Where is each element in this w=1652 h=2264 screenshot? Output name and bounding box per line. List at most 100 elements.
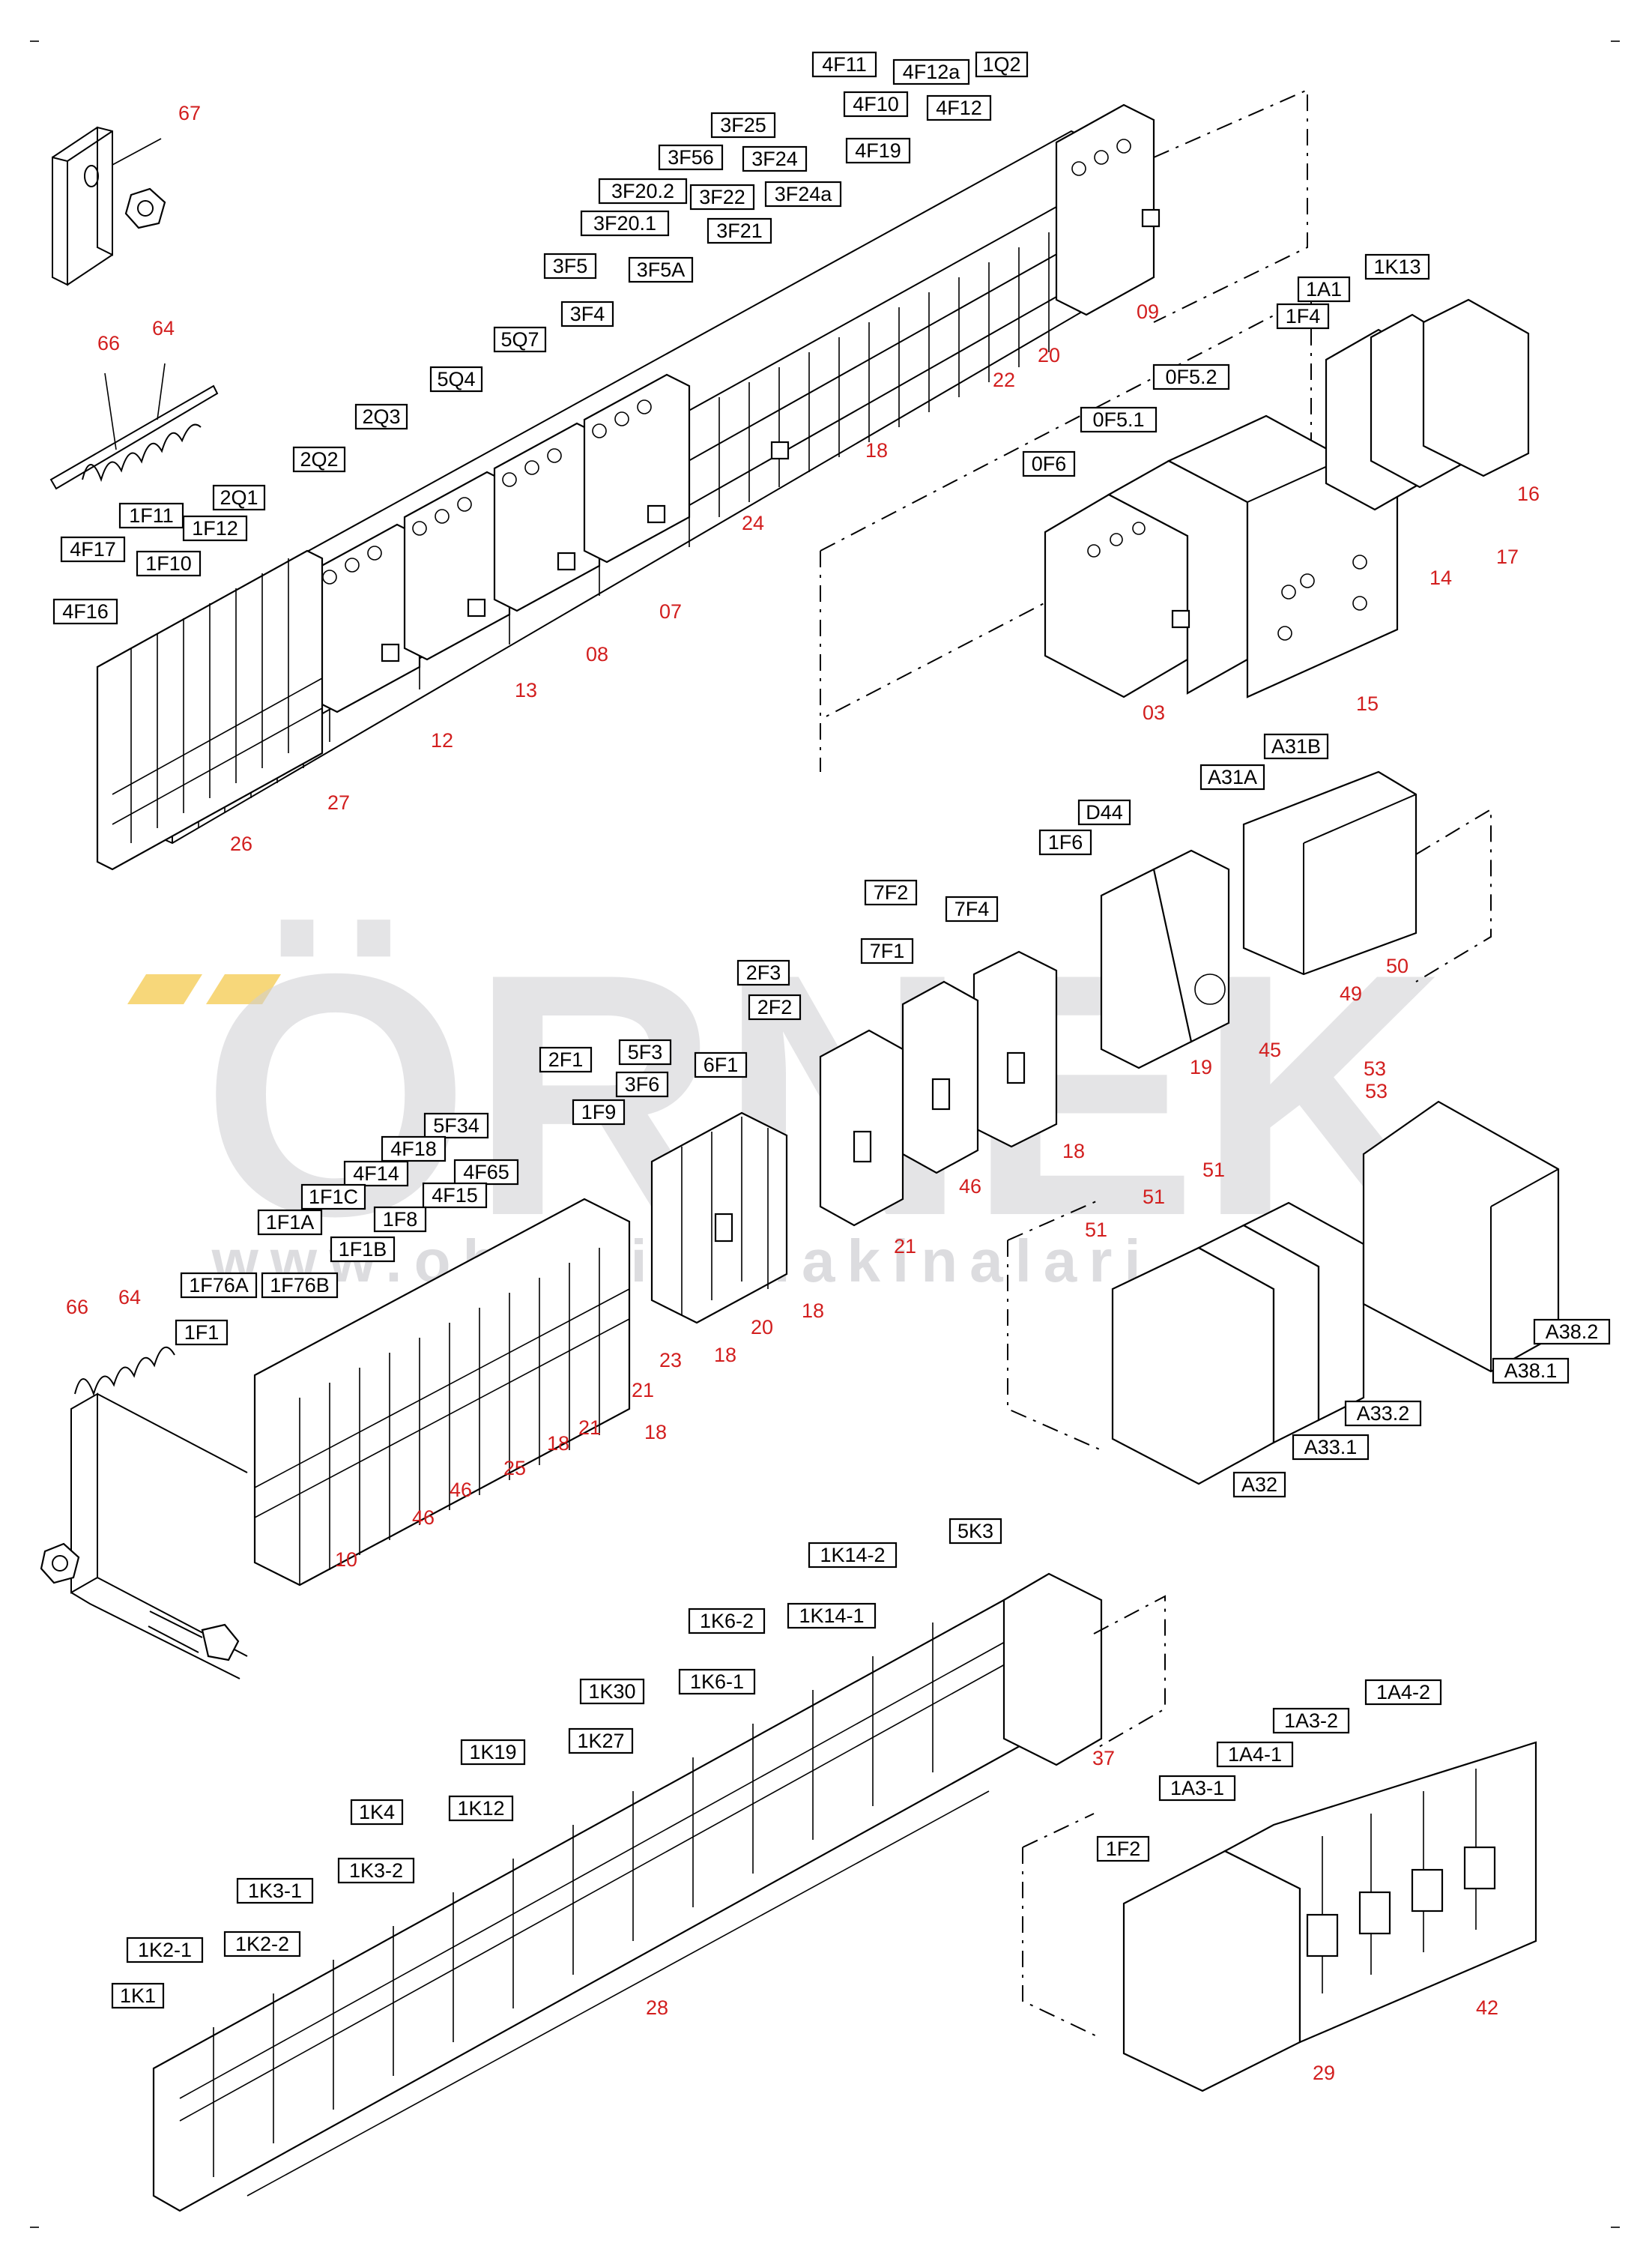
label-box xyxy=(1158,1775,1236,1802)
label-box xyxy=(707,217,772,244)
component-label: A33.1 xyxy=(1292,1434,1370,1461)
callout-number: 66 xyxy=(97,332,120,354)
label-text: 4F17 xyxy=(70,538,116,561)
callout-number: 21 xyxy=(632,1379,654,1401)
component-label: 1K19 xyxy=(460,1739,526,1766)
label-text: 7F1 xyxy=(870,940,905,962)
label-box xyxy=(381,1135,447,1162)
label-text: 3F20.2 xyxy=(611,180,674,202)
callout-number: 15 xyxy=(1356,692,1379,715)
label-box xyxy=(1364,253,1430,280)
component-label: 3F5A xyxy=(628,256,694,283)
callout-number: 49 xyxy=(1340,982,1362,1005)
component-label: 4F17 xyxy=(60,536,126,563)
callout-number: 23 xyxy=(659,1349,682,1371)
component-label: 4F19 xyxy=(845,137,911,164)
label-box xyxy=(864,879,918,906)
dash-outline-1q2 xyxy=(1153,88,1308,323)
label-box xyxy=(1276,303,1330,330)
label-text: 4F19 xyxy=(855,139,901,162)
callout-number: 26 xyxy=(230,833,252,855)
callout-number: 18 xyxy=(644,1421,667,1443)
label-box xyxy=(422,1182,488,1209)
label-text: 1K3-1 xyxy=(248,1880,302,1902)
component-label: 1K14-2 xyxy=(808,1542,898,1569)
label-box xyxy=(678,1668,756,1695)
callout-number: 03 xyxy=(1143,701,1165,724)
label-box xyxy=(1216,1741,1294,1768)
component-label: 2F2 xyxy=(748,994,802,1021)
component-label: 1F2 xyxy=(1096,1835,1150,1862)
label-text: D44 xyxy=(1086,801,1123,824)
component-label: 7F4 xyxy=(945,896,999,923)
component-label: 4F15 xyxy=(422,1182,488,1209)
label-text: A31B xyxy=(1271,735,1321,758)
component-label: 7F1 xyxy=(860,938,914,965)
callout-number: 64 xyxy=(152,317,175,339)
component-label: 1F8 xyxy=(373,1206,427,1233)
label-box xyxy=(787,1602,877,1629)
component-label: 1F1A xyxy=(257,1209,323,1236)
component-label: 1K6-2 xyxy=(688,1608,766,1634)
cable-tie-top xyxy=(49,363,219,490)
label-box xyxy=(926,94,992,121)
label-box xyxy=(845,137,911,164)
callout-number: 51 xyxy=(1143,1186,1165,1208)
callout-number: 24 xyxy=(742,512,764,534)
label-box xyxy=(1272,1707,1350,1734)
label-text: 4F10 xyxy=(853,93,899,115)
label-text: 1F8 xyxy=(383,1208,418,1231)
component-label: 1F12 xyxy=(182,515,248,542)
component-label: 1F11 xyxy=(118,502,184,529)
label-box xyxy=(429,366,483,393)
component-label: 0F5.1 xyxy=(1080,406,1158,433)
component-label: 2F3 xyxy=(736,959,790,986)
label-text: 1F2 xyxy=(1106,1838,1141,1860)
label-text: 0F5.1 xyxy=(1092,408,1144,431)
component-label: 1K14-1 xyxy=(787,1602,877,1629)
component-label: 4F12 xyxy=(926,94,992,121)
component-label: 1A4-1 xyxy=(1216,1741,1294,1768)
label-text: 1K14-2 xyxy=(820,1544,885,1566)
callout-number: 64 xyxy=(118,1286,141,1308)
callout-number: 45 xyxy=(1259,1039,1281,1061)
component-label: 1K2-1 xyxy=(126,1937,204,1963)
middle-right-devices xyxy=(1100,770,1492,1069)
label-box xyxy=(180,1272,258,1299)
label-box xyxy=(658,144,724,171)
label-text: 3F21 xyxy=(716,220,763,242)
label-text: 1A3-2 xyxy=(1284,1709,1338,1732)
label-text: 1F1C xyxy=(309,1186,358,1208)
middle-small-breakers xyxy=(819,950,1058,1227)
label-box xyxy=(736,959,790,986)
component-label: A31A xyxy=(1199,764,1265,791)
label-text: A33.2 xyxy=(1357,1402,1410,1425)
label-text: 1K27 xyxy=(577,1730,624,1752)
component-label: 1K6-1 xyxy=(678,1668,756,1695)
corner-marks xyxy=(30,40,1620,2228)
label-box xyxy=(948,1518,1002,1545)
label-box xyxy=(1152,363,1230,390)
callout-number: 19 xyxy=(1190,1056,1212,1078)
component-label: 1K27 xyxy=(568,1727,634,1754)
label-box xyxy=(811,51,877,78)
label-text: 3F24 xyxy=(751,148,798,170)
callout-number: 18 xyxy=(802,1299,824,1322)
component-label: 3F22 xyxy=(689,184,755,211)
callout-number: 17 xyxy=(1496,546,1519,568)
label-box xyxy=(292,446,346,473)
label-box xyxy=(975,51,1029,78)
label-box xyxy=(742,145,808,172)
component-label: 1A3-1 xyxy=(1158,1775,1236,1802)
center-breaker-group xyxy=(650,1111,788,1324)
label-box xyxy=(1022,450,1076,477)
label-text: 1A4-2 xyxy=(1376,1681,1430,1703)
label-box xyxy=(493,326,547,353)
label-text: 1F1 xyxy=(184,1321,220,1344)
label-box xyxy=(860,938,914,965)
label-text: 3F56 xyxy=(668,146,714,169)
label-text: 0F6 xyxy=(1032,453,1067,475)
label-text: 4F18 xyxy=(390,1138,437,1160)
